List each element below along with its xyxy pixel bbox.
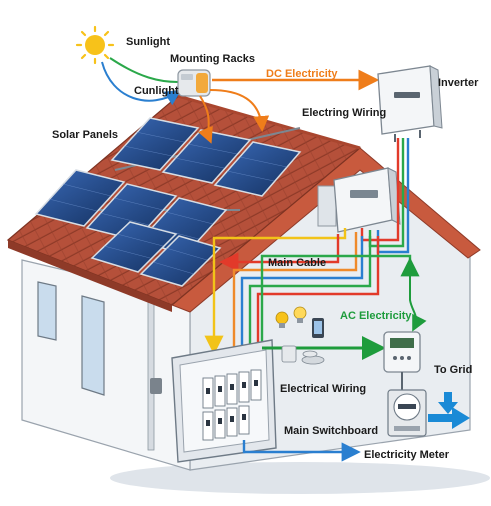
window: [37, 281, 57, 341]
outlet-box: [150, 378, 162, 394]
appliance-icon: [281, 345, 325, 365]
dc-line: [198, 95, 213, 144]
drainpipe: [147, 299, 155, 451]
label-main-cable: Main Cable: [268, 257, 326, 269]
label-mounting-racks: Mounting Racks: [170, 53, 255, 65]
ground-shadow: [110, 462, 490, 494]
ac-loop: [409, 262, 427, 332]
label-sunlight: Sunlight: [126, 36, 170, 48]
solar-panel: [213, 141, 302, 197]
door: [81, 295, 105, 396]
label-cunlight: Cunlight: [134, 85, 179, 97]
roof-edge: [8, 240, 172, 312]
label-dc-electricity: DC Electricity: [266, 68, 338, 80]
electricity-meter: [387, 389, 427, 437]
solar-panel: [139, 235, 222, 287]
mounting-rack-device: [177, 69, 211, 97]
meter-icon: [383, 331, 421, 390]
label-main-switchboard: Main Switchboard: [284, 425, 378, 437]
solar-panel: [110, 117, 200, 171]
label-electring-wiring: Electring Wiring: [302, 107, 386, 119]
ac-line: [260, 254, 420, 370]
bulb-icon: [275, 311, 289, 328]
grid-line: [242, 440, 361, 462]
solar-panel: [34, 169, 126, 227]
main-switchboard: [171, 339, 277, 463]
label-solar-panels: Solar Panels: [52, 129, 118, 141]
inverter: [377, 65, 443, 142]
dc-line: [209, 89, 270, 132]
sunlight-ray: [109, 57, 179, 83]
phone-icon: [312, 318, 324, 338]
bulb-icon: [293, 306, 307, 323]
label-inverter: Inverter: [438, 77, 479, 89]
label-ac-electricity: AC Electricity: [340, 310, 412, 322]
label-electricity-meter: Electricity Meter: [364, 449, 450, 461]
sun-icon: [75, 25, 115, 65]
solar-panels: [34, 117, 302, 287]
arrow-icon: [428, 392, 470, 429]
label-electrical-wiring: Electrical Wiring: [280, 383, 366, 395]
label-to-grid: To Grid: [434, 364, 472, 376]
sunlight-ray: [101, 61, 182, 106]
